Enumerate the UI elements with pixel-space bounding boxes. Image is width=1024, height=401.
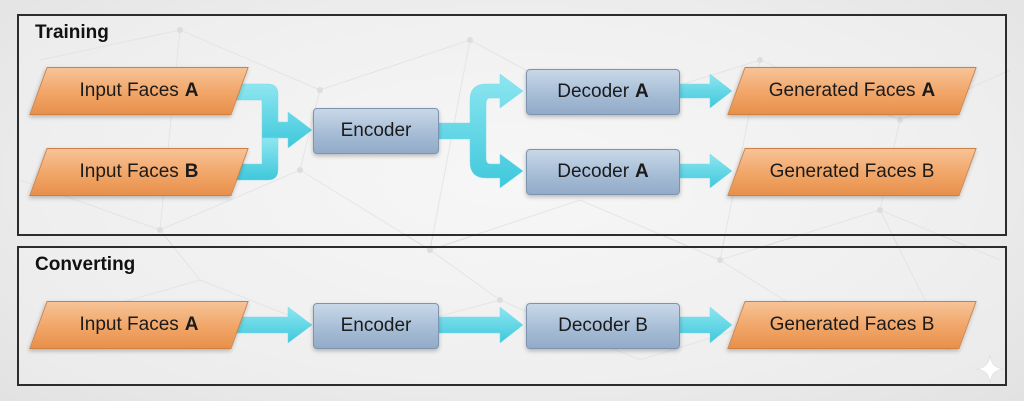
converting-input-letter: A xyxy=(184,314,199,335)
training-output-b-label: Generated Faces B xyxy=(769,161,935,182)
converting-encoder: Encoder xyxy=(313,303,439,349)
training-encoder: Encoder xyxy=(313,108,439,154)
training-input-a-letter: A xyxy=(184,80,199,101)
training-decoder-bottom-label: Decoder xyxy=(557,161,630,182)
training-decoder-bottom-letter: A xyxy=(635,161,649,182)
training-input-b-label: Input Faces xyxy=(79,161,179,182)
training-output-a-label: Generated Faces xyxy=(768,80,916,101)
sparkle-icon xyxy=(975,354,1005,384)
arrow-conv-decoder-to-output xyxy=(679,306,733,344)
training-panel: Training xyxy=(17,14,1007,236)
converting-decoder-b: Decoder B xyxy=(526,303,680,349)
training-input-b-letter: B xyxy=(184,161,199,182)
arrow-conv-encoder-to-decoder xyxy=(437,306,524,344)
arrow-decoder-bottom-to-output xyxy=(679,153,733,189)
converting-generated-faces-b: Generated Faces B xyxy=(736,301,968,349)
arrow-encoder-split xyxy=(437,73,524,189)
converting-title: Converting xyxy=(35,254,136,275)
training-decoder-top-letter: A xyxy=(635,81,649,102)
converting-encoder-label: Encoder xyxy=(340,315,412,336)
arrow-decoder-top-to-output xyxy=(679,73,733,109)
arrow-input-b-to-encoder xyxy=(231,137,279,181)
converting-decoder-label: Decoder B xyxy=(558,315,648,336)
arrow-conv-input-to-encoder xyxy=(231,306,313,344)
training-output-a-letter: A xyxy=(921,80,936,101)
training-decoder-top-label: Decoder xyxy=(557,81,630,102)
training-generated-faces-b: Generated Faces B xyxy=(736,148,968,196)
training-input-a-label: Input Faces xyxy=(79,80,179,101)
converting-input-label: Input Faces xyxy=(79,314,179,335)
training-encoder-label: Encoder xyxy=(340,120,412,141)
converting-output-label: Generated Faces B xyxy=(769,314,935,335)
training-title: Training xyxy=(35,22,109,43)
